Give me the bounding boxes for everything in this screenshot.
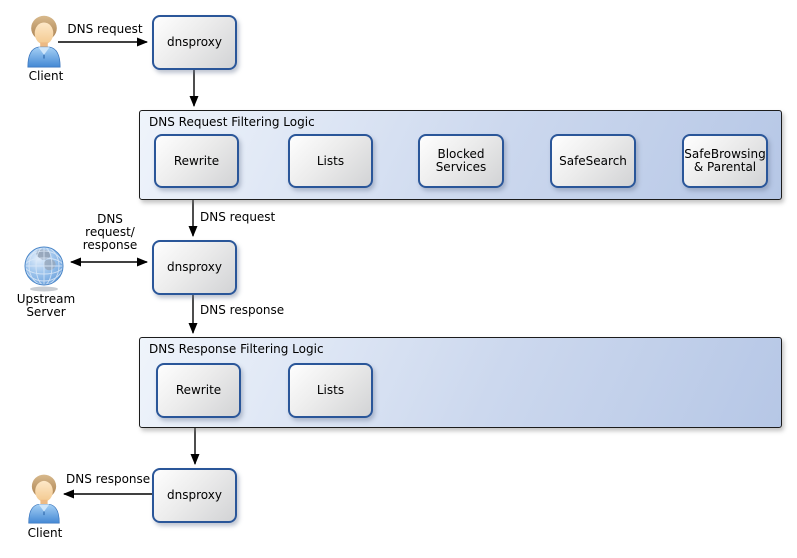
- edge-label-dns-response-mid: DNS response: [200, 303, 285, 317]
- person-icon: [27, 15, 61, 68]
- dnsproxy-node-bottom: dnsproxy: [152, 468, 237, 523]
- client-bottom-label: Client: [27, 526, 63, 540]
- edge-label-dns-request-top: DNS request: [67, 22, 143, 36]
- globe-icon: [24, 246, 64, 292]
- request-filtering-container: DNS Request Filtering Logic Rewrite List…: [139, 110, 782, 200]
- dnsproxy-node-middle: dnsproxy: [152, 240, 237, 295]
- node-lists-response: Lists: [288, 363, 373, 418]
- node-rewrite-response: Rewrite: [156, 363, 241, 418]
- edge-label-dns-response-bottom: DNS response: [66, 472, 151, 486]
- response-filtering-title: DNS Response Filtering Logic: [149, 342, 324, 356]
- edge-label-dns-request-mid: DNS request: [200, 210, 276, 224]
- response-filtering-container: DNS Response Filtering Logic Rewrite Lis…: [139, 337, 782, 428]
- edge-label-upstream-exchange: DNS request/ response: [82, 212, 138, 252]
- node-lists-request: Lists: [288, 134, 373, 188]
- request-filtering-title: DNS Request Filtering Logic: [149, 115, 315, 129]
- upstream-server-label: Upstream Server: [16, 292, 76, 319]
- dnsproxy-node-top: dnsproxy: [152, 15, 237, 70]
- node-blocked-services: Blocked Services: [418, 134, 504, 188]
- client-top-label: Client: [28, 69, 64, 83]
- node-safesearch: SafeSearch: [550, 134, 636, 188]
- node-safebrowsing-parental: SafeBrowsing & Parental: [682, 134, 768, 188]
- node-rewrite-request: Rewrite: [154, 134, 239, 188]
- person-icon: [28, 474, 60, 524]
